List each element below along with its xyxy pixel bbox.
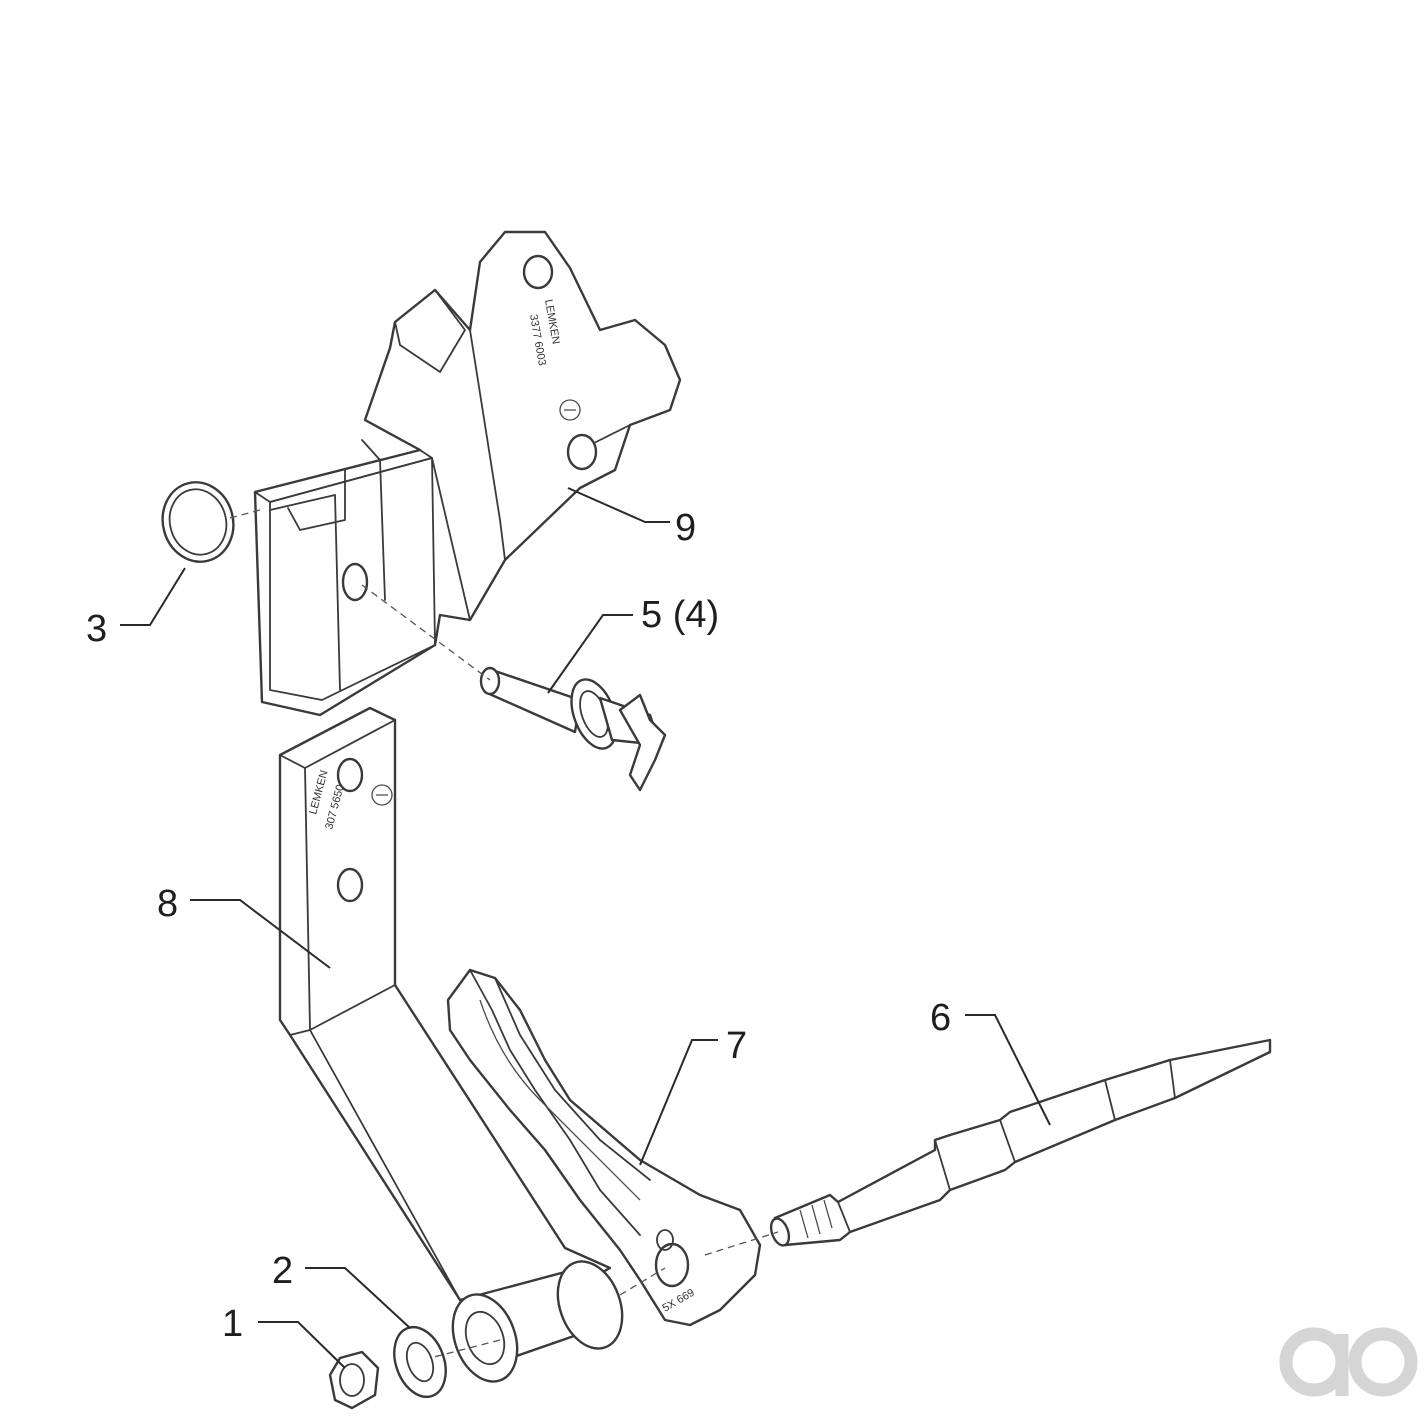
leader-lines [120,487,1051,1369]
part-2-washer [393,1325,447,1399]
assembly-lines [229,509,779,1359]
part-7-tine-arm: 5X 669 [446,968,762,1327]
ao-logo-watermark [1279,1327,1418,1397]
callout-2: 2 [272,1250,293,1292]
callout-1: 1 [222,1303,243,1345]
part-9-bracket: LEMKEN 3377 6003 [253,230,682,717]
bushing [451,1260,624,1383]
part-3-ring [161,481,235,563]
part-5-pin [479,666,667,792]
callout-9: 9 [675,507,696,549]
callout-labels: 1 2 3 5 (4) 6 7 8 9 [86,507,951,1345]
callout-7: 7 [726,1025,747,1067]
callout-3: 3 [86,608,107,650]
callout-5-4: 5 (4) [641,594,719,636]
callout-6: 6 [930,997,951,1039]
callout-8: 8 [157,883,178,925]
part-6-spike [769,1038,1272,1247]
part-8-shank: LEMKEN 307 5650 [278,706,612,1320]
